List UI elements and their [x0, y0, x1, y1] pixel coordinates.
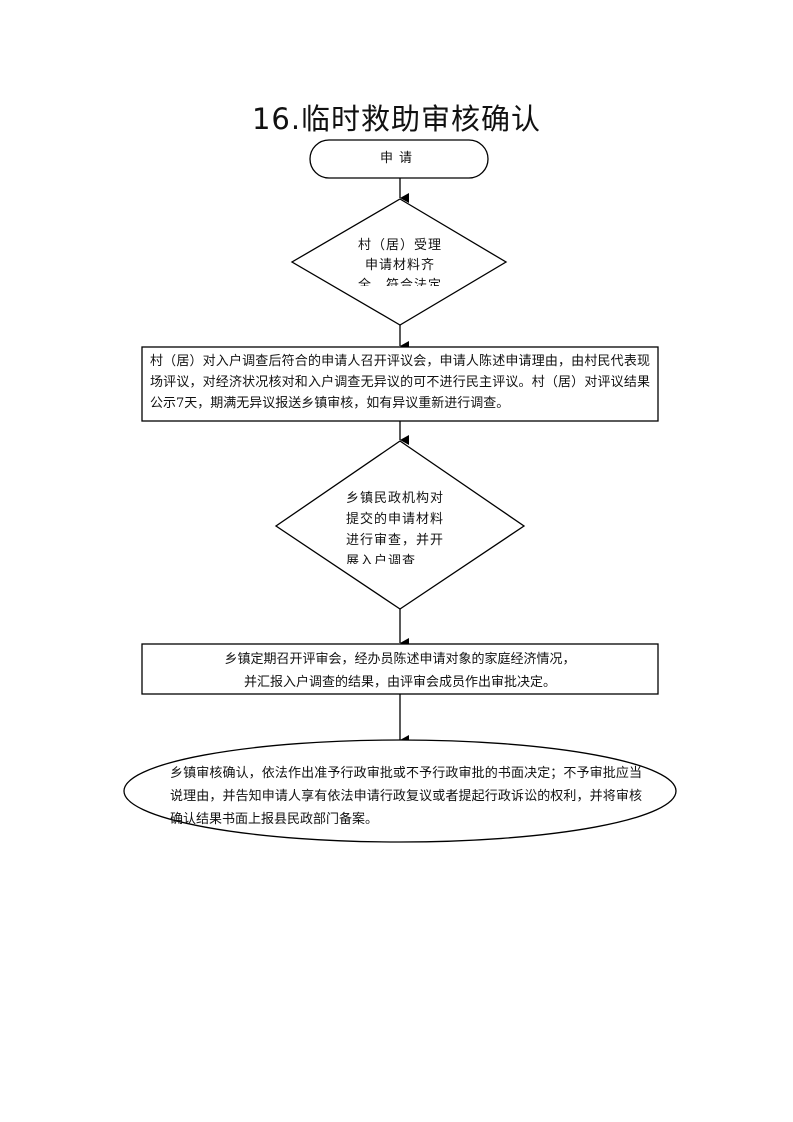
- township-meeting-line-2: 并汇报入户调查的结果，由评审会成员作出审批决定。: [243, 675, 556, 690]
- decision-township-text: 乡镇民政机构对提交的申请材料进行审查，并开展入户调查: [346, 491, 445, 564]
- process-box-village-review: [141, 346, 659, 422]
- village-review-text: 村（居）对入户调查后符合的申请人召开评议会，申请人陈述申请理由，由村民代表现场评…: [150, 354, 650, 411]
- township-meeting-line-1: 乡镇定期召开评审会，经办员陈述申请对象的家庭经济情况，: [224, 652, 576, 667]
- decision-village-text: 村（居）受理申请材料齐全，符合法定: [357, 238, 442, 286]
- start-terminator: [309, 139, 489, 179]
- page-title: 16.临时救助审核确认: [251, 102, 542, 136]
- start-label: 申请: [379, 151, 418, 166]
- township-meeting-text: 乡镇定期召开评审会，经办员陈述申请对象的家庭经济情况， 并汇报入户调查的结果，由…: [142, 648, 658, 694]
- end-terminator: [123, 739, 677, 843]
- process-box-township-meeting: [141, 643, 659, 695]
- end-confirmation-text: 乡镇审核确认，依法作出准予行政审批或不予行政审批的书面决定；不予审批应当说理由，…: [170, 766, 642, 827]
